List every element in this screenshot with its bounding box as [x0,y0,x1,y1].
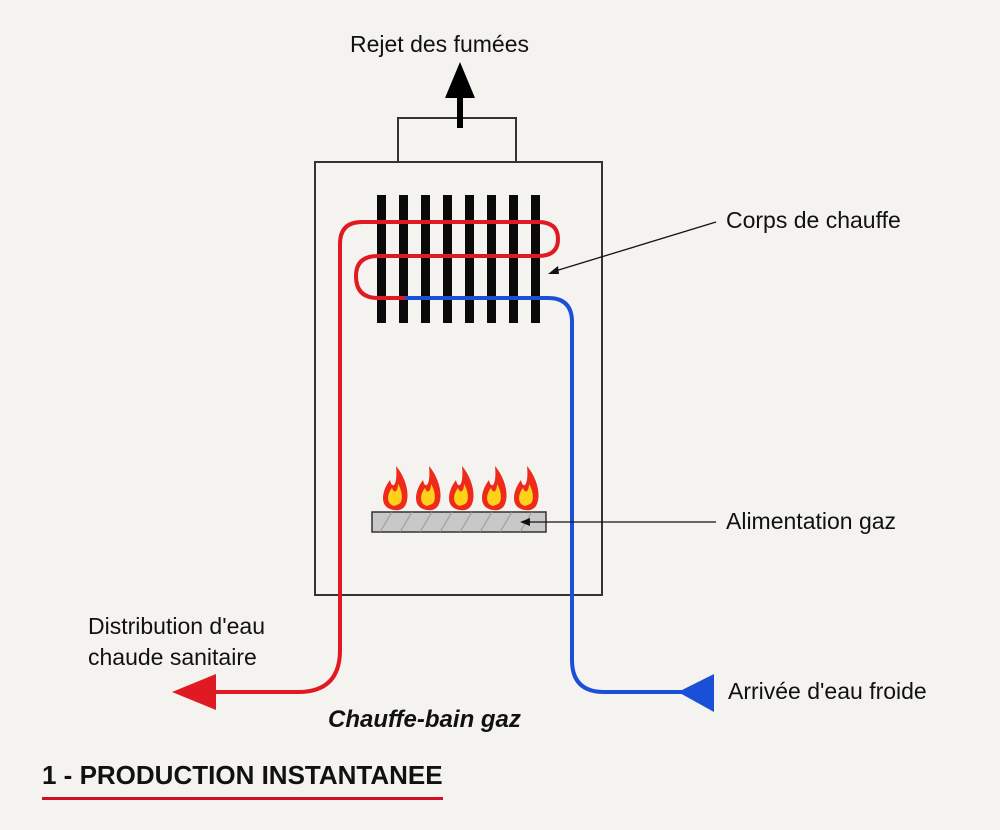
burner-bar [371,511,547,533]
heat-exchanger-fins [377,195,540,323]
leader-heat-exchanger [548,221,717,274]
flame-icon [383,466,408,511]
cold-water-pipe [405,296,700,694]
fin [531,195,540,323]
gas-supply-label: Alimentation gaz [726,508,897,534]
flame-icon [482,466,507,511]
leader-gas-supply [520,518,716,526]
fin [399,195,408,323]
hot-water-coil [210,220,561,694]
fin [443,195,452,323]
fin [487,195,496,323]
heater-casing [314,161,603,596]
fin [465,195,474,323]
fin [421,195,430,323]
hot-water-label-line2: chaude sanitaire [88,644,257,670]
hot-water-label-line1: Distribution d'eau [88,613,265,639]
left-arrow-icon [172,674,216,710]
fin [377,195,386,323]
flame-icon [416,466,441,511]
heat-exchanger-label: Corps de chauffe [726,207,901,233]
fin [509,195,518,323]
section-heading: 1 - PRODUCTION INSTANTANEE [42,760,443,800]
flame-icon [514,466,539,511]
cold-water-label: Arrivée d'eau froide [728,678,927,704]
up-arrow-icon [445,62,475,128]
flame-icon [449,466,474,511]
left-arrow-icon [678,674,714,712]
diagram-caption: Chauffe-bain gaz [328,706,521,733]
flue-label: Rejet des fumées [350,31,529,57]
